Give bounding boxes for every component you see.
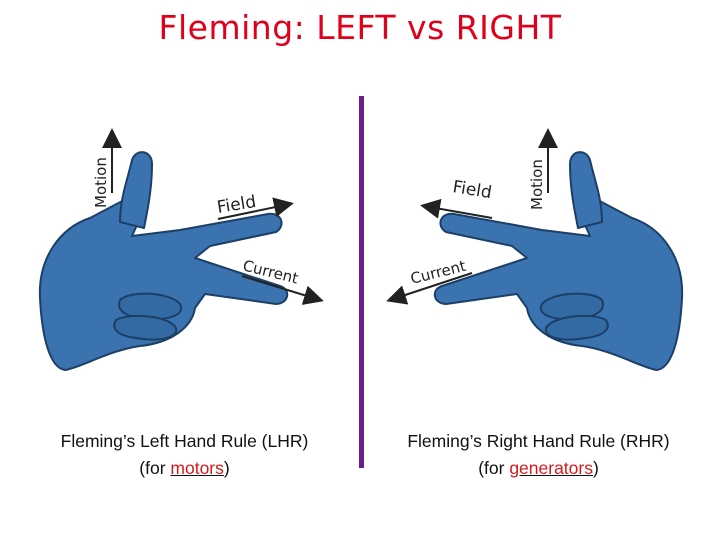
- left-caption: Fleming’s Left Hand Rule (LHR) (for moto…: [12, 428, 357, 482]
- right-caption-highlight: generators: [509, 458, 593, 478]
- right-hand-illustration: Motion Field Current: [386, 128, 684, 371]
- field-label: Field: [451, 177, 493, 203]
- field-label: Field: [216, 192, 258, 218]
- motion-label: Motion: [528, 159, 546, 210]
- motion-label: Motion: [92, 157, 110, 208]
- current-arrow: [386, 272, 473, 305]
- right-hand-shape: [433, 151, 684, 371]
- right-caption-subtitle: (for generators): [366, 455, 711, 482]
- right-caption-prefix: (for: [478, 458, 510, 478]
- left-caption-subtitle: (for motors): [12, 455, 357, 482]
- left-caption-prefix: (for: [139, 458, 171, 478]
- left-hand-panel: Motion Field Current: [20, 118, 350, 378]
- left-caption-suffix: ): [223, 458, 230, 478]
- current-arrow: [241, 275, 324, 305]
- right-caption-suffix: ): [592, 458, 599, 478]
- center-divider: [359, 96, 364, 468]
- right-caption: Fleming’s Right Hand Rule (RHR) (for gen…: [366, 428, 711, 482]
- left-caption-highlight: motors: [170, 458, 224, 478]
- left-hand-illustration: Motion Field Current: [38, 128, 324, 371]
- field-arrow: [420, 198, 493, 219]
- field-arrow: [217, 197, 294, 220]
- right-hand-panel: Motion Field Current: [372, 118, 702, 378]
- left-caption-title: Fleming’s Left Hand Rule (LHR): [60, 431, 309, 451]
- right-caption-title: Fleming’s Right Hand Rule (RHR): [407, 431, 670, 451]
- slide-title: Fleming: LEFT vs RIGHT: [158, 8, 562, 47]
- left-hand-shape: [38, 151, 289, 371]
